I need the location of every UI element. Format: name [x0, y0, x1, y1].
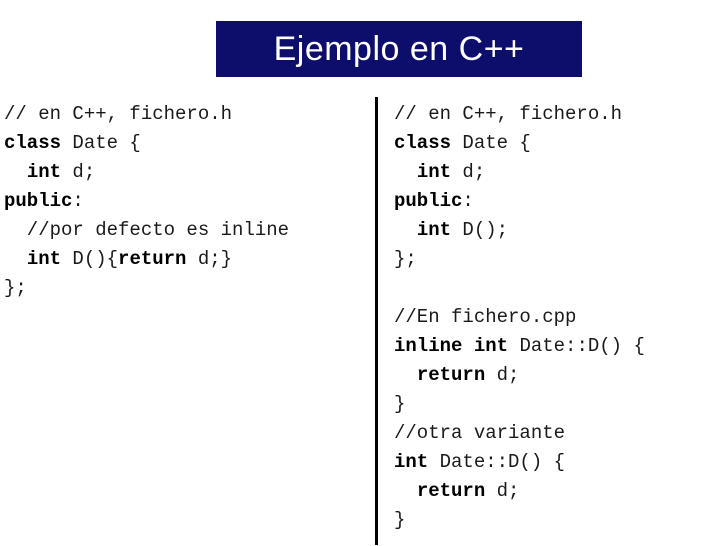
code-text: d;	[61, 161, 96, 183]
code-text: Date {	[451, 132, 531, 154]
code-line	[394, 274, 645, 303]
code-text: d;}	[186, 248, 233, 270]
code-line: };	[394, 245, 645, 274]
code-line: inline int Date::D() {	[394, 332, 645, 361]
code-text: };	[4, 277, 27, 299]
code-text: // en C++, fichero.h	[394, 103, 623, 125]
code-text: :	[72, 190, 84, 212]
code-line: int Date::D() {	[394, 448, 645, 477]
code-line: return d;	[394, 361, 645, 390]
code-keyword: class	[394, 132, 452, 154]
code-line: };	[4, 274, 289, 303]
code-text: Date::D() {	[428, 451, 566, 473]
code-line: int d;	[4, 158, 289, 187]
code-text: }	[394, 509, 406, 531]
code-keyword: int	[473, 335, 509, 357]
code-text: :	[462, 190, 474, 212]
code-keyword: return	[118, 248, 187, 270]
code-line: int D();	[394, 216, 645, 245]
code-line: }	[394, 506, 645, 535]
code-text: //En fichero.cpp	[394, 306, 577, 328]
code-text	[4, 248, 27, 270]
slide-title: Ejemplo en C++	[273, 29, 525, 68]
code-text: D();	[451, 219, 509, 241]
code-line: // en C++, fichero.h	[394, 100, 645, 129]
code-keyword: public	[4, 190, 73, 212]
code-text	[394, 364, 417, 386]
code-keyword: int	[26, 248, 62, 270]
column-divider	[375, 97, 378, 545]
code-line: // en C++, fichero.h	[4, 100, 289, 129]
code-text	[4, 161, 27, 183]
code-text	[462, 335, 473, 357]
code-text	[394, 219, 417, 241]
code-line: return d;	[394, 477, 645, 506]
code-line: class Date {	[394, 129, 645, 158]
code-keyword: int	[26, 161, 62, 183]
code-keyword: int	[394, 451, 429, 473]
code-text	[394, 161, 417, 183]
code-keyword: int	[416, 219, 452, 241]
code-keyword: inline	[394, 335, 463, 357]
code-text: d;	[485, 480, 520, 502]
code-line: int D(){return d;}	[4, 245, 289, 274]
code-text: // en C++, fichero.h	[4, 103, 233, 125]
code-keyword: class	[4, 132, 62, 154]
slide-title-banner: Ejemplo en C++	[216, 21, 582, 77]
code-line: int d;	[394, 158, 645, 187]
code-text: };	[394, 248, 417, 270]
code-text: }	[394, 393, 406, 415]
code-line: public:	[4, 187, 289, 216]
code-text: Date {	[61, 132, 141, 154]
code-text: d;	[485, 364, 520, 386]
code-line: //otra variante	[394, 419, 645, 448]
code-text: Date::D() {	[508, 335, 645, 357]
code-keyword: return	[416, 480, 486, 502]
code-text: //otra variante	[394, 422, 566, 444]
code-line: public:	[394, 187, 645, 216]
code-line: //En fichero.cpp	[394, 303, 645, 332]
code-line: class Date {	[4, 129, 289, 158]
code-text: //por defecto es inline	[4, 219, 290, 241]
code-text: d;	[451, 161, 486, 183]
code-line: }	[394, 390, 645, 419]
code-line: //por defecto es inline	[4, 216, 289, 245]
code-text	[394, 480, 417, 502]
code-keyword: public	[394, 190, 463, 212]
code-keyword: int	[416, 161, 452, 183]
code-keyword: return	[416, 364, 486, 386]
code-text: D(){	[61, 248, 119, 270]
